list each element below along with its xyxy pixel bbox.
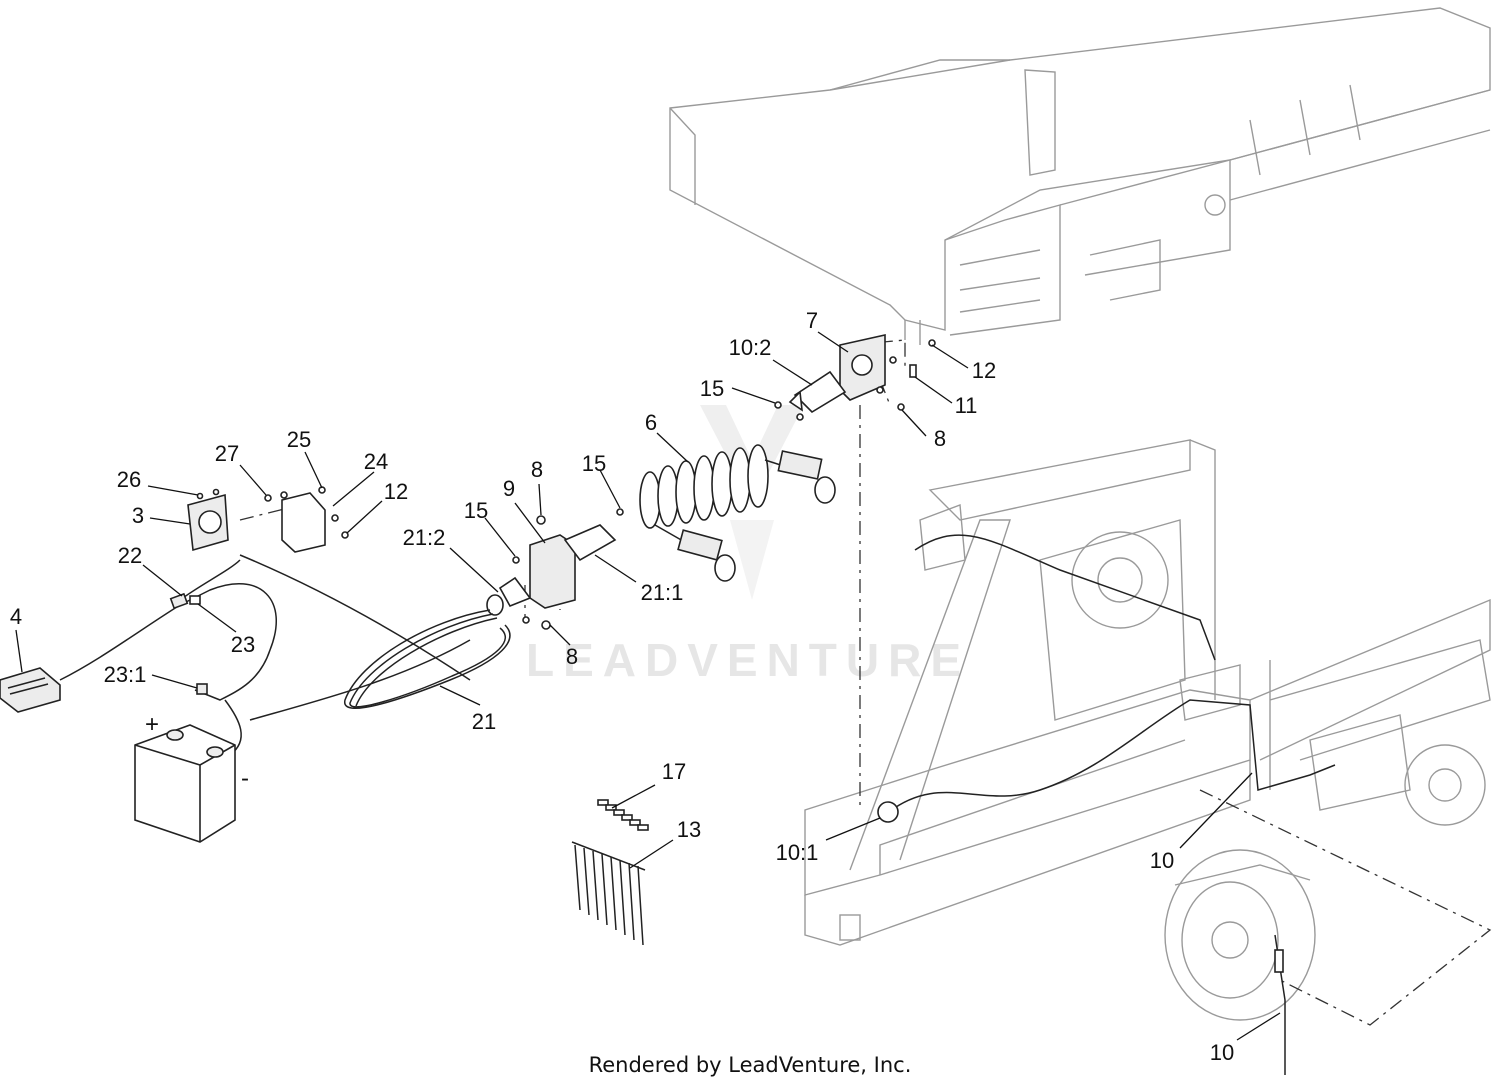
battery-positive-label: + — [145, 711, 159, 738]
callout-12-left: 12 — [384, 479, 408, 504]
callout-9: 9 — [503, 476, 515, 501]
callout-10-drum: 10 — [1210, 1040, 1234, 1065]
trailer-frame-outline — [804, 439, 1491, 946]
long-cable — [239, 554, 511, 709]
watermark-text: LEADVENTURE — [526, 634, 970, 686]
callout-8-mid: 8 — [531, 457, 543, 482]
frame-harness — [877, 534, 1336, 1075]
callout-10-1: 10:1 — [776, 840, 819, 865]
cable-ties — [571, 841, 646, 946]
callout-4: 4 — [10, 604, 22, 629]
callout-3: 3 — [132, 503, 144, 528]
callout-8-lower: 8 — [566, 644, 578, 669]
battery-harness — [59, 559, 471, 756]
callout-15-left: 15 — [464, 498, 488, 523]
controller-module — [0, 667, 61, 713]
callout-11: 11 — [955, 393, 978, 418]
battery: + - — [134, 711, 249, 843]
callout-17: 17 — [662, 759, 686, 784]
callout-13: 13 — [677, 817, 701, 842]
callout-12-upper: 12 — [972, 358, 996, 383]
callout-10-2-upper: 10:2 — [729, 335, 772, 360]
coiled-cable — [639, 444, 836, 582]
callout-24: 24 — [364, 449, 388, 474]
plug-mount — [486, 508, 624, 630]
callouts: 10:2 7 12 15 11 8 6 25 27 24 26 12 8 15 … — [10, 308, 1234, 1065]
watermark: LEADVENTURE — [526, 405, 970, 686]
callout-27: 27 — [215, 441, 239, 466]
callout-25: 25 — [287, 427, 311, 452]
callout-26: 26 — [117, 467, 141, 492]
callout-10-frame: 10 — [1150, 848, 1174, 873]
callout-22: 22 — [118, 543, 142, 568]
leader-lines — [15, 331, 1281, 1041]
callout-23: 23 — [231, 632, 255, 657]
callout-8-upper: 8 — [934, 426, 946, 451]
bracket-upper — [774, 334, 936, 421]
battery-negative-label: - — [241, 765, 249, 792]
callout-15-right: 15 — [582, 451, 606, 476]
callout-15-upper: 15 — [700, 376, 724, 401]
callout-21: 21 — [472, 709, 496, 734]
callout-21-1: 21:1 — [641, 580, 684, 605]
brake-drum — [1164, 849, 1316, 1021]
trailer-bed-outline — [669, 7, 1491, 345]
callout-21-2: 21:2 — [403, 525, 446, 550]
callout-23-1: 23:1 — [104, 662, 147, 687]
callout-7: 7 — [806, 308, 818, 333]
fuses — [597, 799, 649, 831]
footer-credit: Rendered by LeadVenture, Inc. — [589, 1053, 912, 1077]
callout-6: 6 — [645, 410, 657, 435]
breakaway-box — [187, 486, 349, 553]
